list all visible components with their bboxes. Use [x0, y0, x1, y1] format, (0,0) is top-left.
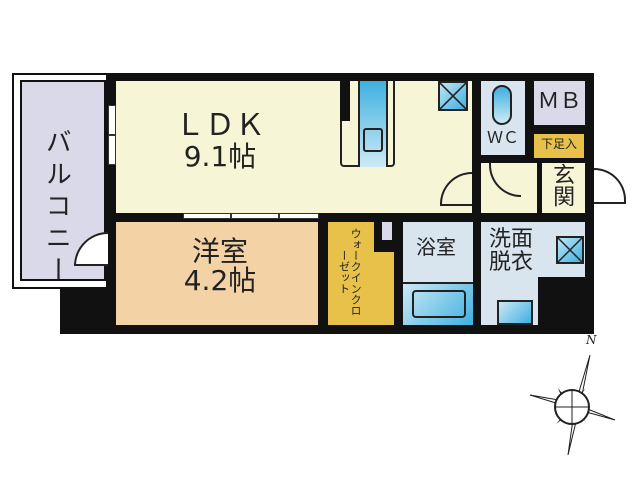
- front-door[interactable]: [594, 168, 626, 204]
- balcony-label: バルコニー: [41, 128, 72, 288]
- wc-label: ＷＣ: [486, 128, 519, 147]
- shoe-cabinet: [534, 134, 584, 158]
- bath-label: 浴室: [416, 235, 456, 259]
- entrance-floor: [542, 163, 585, 213]
- ldk-name: ＬＤＫ: [175, 108, 265, 143]
- shoe-label: 下足入: [540, 137, 577, 151]
- western-label: 洋室 4.2帖: [160, 237, 280, 296]
- entrance-label: 玄関: [549, 163, 575, 207]
- western-size: 4.2帖: [183, 264, 257, 298]
- closet-label: ウォークインクローゼット: [337, 228, 363, 316]
- ldk-label: ＬＤＫ 9.1帖: [160, 110, 280, 171]
- pipe-space: [382, 222, 392, 240]
- ventilation-icon: [556, 236, 584, 264]
- kitchen-sink-counter: [358, 81, 388, 167]
- north-label: N: [586, 333, 597, 347]
- balcony-floor: [20, 80, 106, 281]
- wash-label-1: 洗面: [488, 227, 533, 252]
- toilet-icon: [492, 85, 512, 125]
- washroom-label: 洗面 脱衣: [481, 228, 541, 274]
- compass-icon: [529, 354, 616, 456]
- wall-block: [60, 288, 110, 334]
- sliding-door: [231, 213, 279, 219]
- room-western: [116, 222, 318, 325]
- ventilation-icon: [438, 81, 468, 111]
- ldk-size: 9.1帖: [183, 139, 257, 173]
- mb-label: ＭＢ: [537, 89, 582, 114]
- room-mb: [534, 81, 585, 125]
- wash-label-2: 脱衣: [488, 250, 533, 276]
- sliding-door: [279, 213, 319, 219]
- sliding-door: [183, 213, 231, 219]
- western-name: 洋室: [191, 235, 248, 268]
- wall-block: [538, 277, 594, 334]
- ldk-window: [108, 105, 116, 135]
- bathtub-basin: [412, 290, 466, 318]
- washbasin-icon: [497, 300, 533, 325]
- kitchen-wall: [340, 81, 350, 121]
- ldk-window: [108, 135, 116, 165]
- room-ldk: [116, 81, 472, 213]
- sink-icon: [363, 128, 383, 152]
